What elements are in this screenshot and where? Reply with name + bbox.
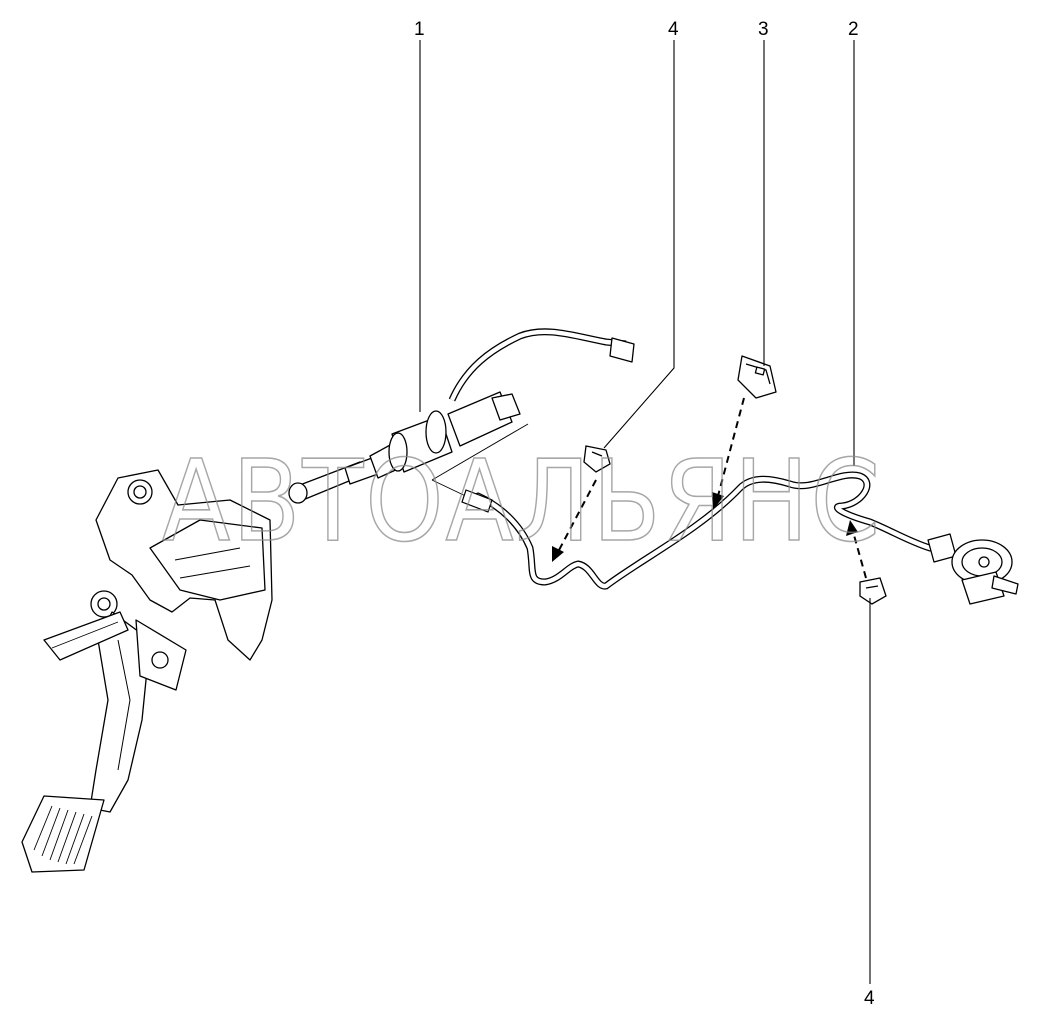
- callout-1: 1: [414, 19, 425, 40]
- pipe-clip-part-3: [737, 355, 777, 399]
- clutch-master-cylinder: [288, 328, 635, 504]
- clutch-pedal-assembly: [21, 469, 273, 873]
- callout-4-lower: 4: [864, 988, 875, 1009]
- leader-lines: [419, 40, 871, 984]
- callout-3: 3: [758, 19, 769, 40]
- clutch-slave-cylinder: [927, 533, 1019, 605]
- clutch-hydraulic-pipe: [461, 471, 934, 590]
- arrow-heads: [552, 492, 858, 562]
- assembly-arrows: [557, 397, 867, 579]
- pipe-fastener-part-4-upper: [583, 445, 611, 473]
- pipe-fastener-part-4-lower: [859, 577, 887, 605]
- callout-2: 2: [848, 19, 859, 40]
- watermark-text: АВТОАЛЬЯНС: [162, 437, 882, 567]
- callout-4-upper: 4: [668, 19, 679, 40]
